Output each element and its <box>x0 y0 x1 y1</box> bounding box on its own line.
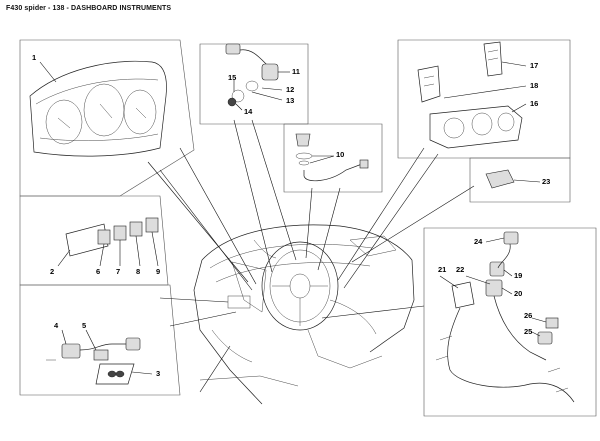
callout-16: 16 <box>530 99 539 108</box>
callout-11: 11 <box>292 67 300 76</box>
callout-7: 7 <box>116 267 121 276</box>
callout-2: 2 <box>50 267 55 276</box>
panel-switch-23 <box>469 157 571 203</box>
callout-4: 4 <box>54 321 59 330</box>
bulb-holder-part <box>295 133 369 182</box>
callout-14: 14 <box>244 107 253 116</box>
panel-vent <box>397 39 571 159</box>
callout-10: 10 <box>336 150 345 159</box>
switch-group-parts <box>57 217 159 267</box>
dashboard-overview <box>193 224 415 405</box>
callout-20: 20 <box>514 289 523 298</box>
callout-17: 17 <box>530 61 539 70</box>
callout-15: 15 <box>228 73 237 82</box>
callout-12: 12 <box>286 85 295 94</box>
callout-18: 18 <box>530 81 539 90</box>
panel-harness <box>423 227 597 417</box>
panel-connector-set <box>19 284 181 396</box>
callout-19: 19 <box>514 271 523 280</box>
callout-24: 24 <box>474 237 483 246</box>
callout-8: 8 <box>136 267 141 276</box>
callout-6: 6 <box>96 267 101 276</box>
connector-parts <box>46 329 153 385</box>
panel-bulb <box>283 123 383 193</box>
panel-switch-group <box>19 195 169 286</box>
switch-23-part <box>485 169 541 189</box>
instrument-cluster-part <box>29 60 167 157</box>
callout-13: 13 <box>286 96 295 105</box>
callout-5: 5 <box>82 321 87 330</box>
callout-23: 23 <box>542 177 551 186</box>
callout-3: 3 <box>156 369 161 378</box>
lighter-assembly <box>225 43 290 111</box>
callout-21: 21 <box>438 265 447 274</box>
callout-25: 25 <box>524 327 533 336</box>
leader-lines <box>147 119 475 393</box>
callout-26: 26 <box>524 311 533 320</box>
callout-1: 1 <box>32 53 37 62</box>
panel-lighter <box>199 43 309 125</box>
diagram-title: F430 spider - 138 - DASHBOARD INSTRUMENT… <box>6 5 172 12</box>
harness-parts <box>435 231 575 403</box>
callout-9: 9 <box>156 267 161 276</box>
callout-22: 22 <box>456 265 465 274</box>
vent-assembly <box>417 41 527 149</box>
